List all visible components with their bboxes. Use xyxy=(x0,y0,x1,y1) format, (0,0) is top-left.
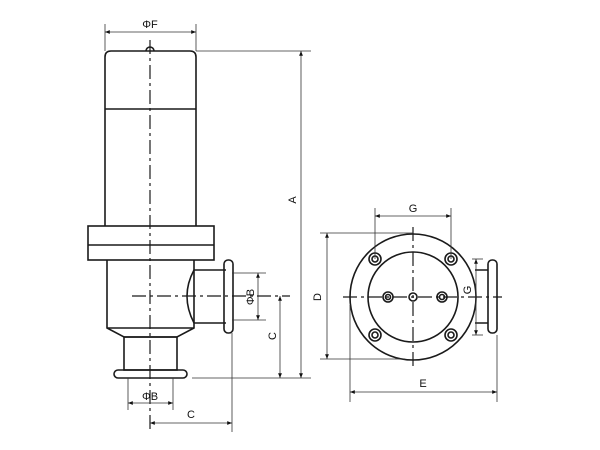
label-phi-b-bottom: ΦB xyxy=(142,391,158,403)
label-c-bottom: C xyxy=(187,409,195,421)
top-view: G G D E xyxy=(312,203,502,402)
label-e: E xyxy=(419,378,426,390)
side-view: ΦF A ΦB C ΦB C xyxy=(87,19,311,432)
label-phi-f: ΦF xyxy=(142,19,158,31)
top-flange xyxy=(87,225,215,261)
label-d: D xyxy=(312,293,324,301)
label-c-side: C xyxy=(267,332,279,340)
label-g-top: G xyxy=(409,203,418,215)
label-g-side: G xyxy=(462,286,474,295)
label-phi-b-side: ΦB xyxy=(245,289,257,305)
label-a: A xyxy=(287,196,299,204)
